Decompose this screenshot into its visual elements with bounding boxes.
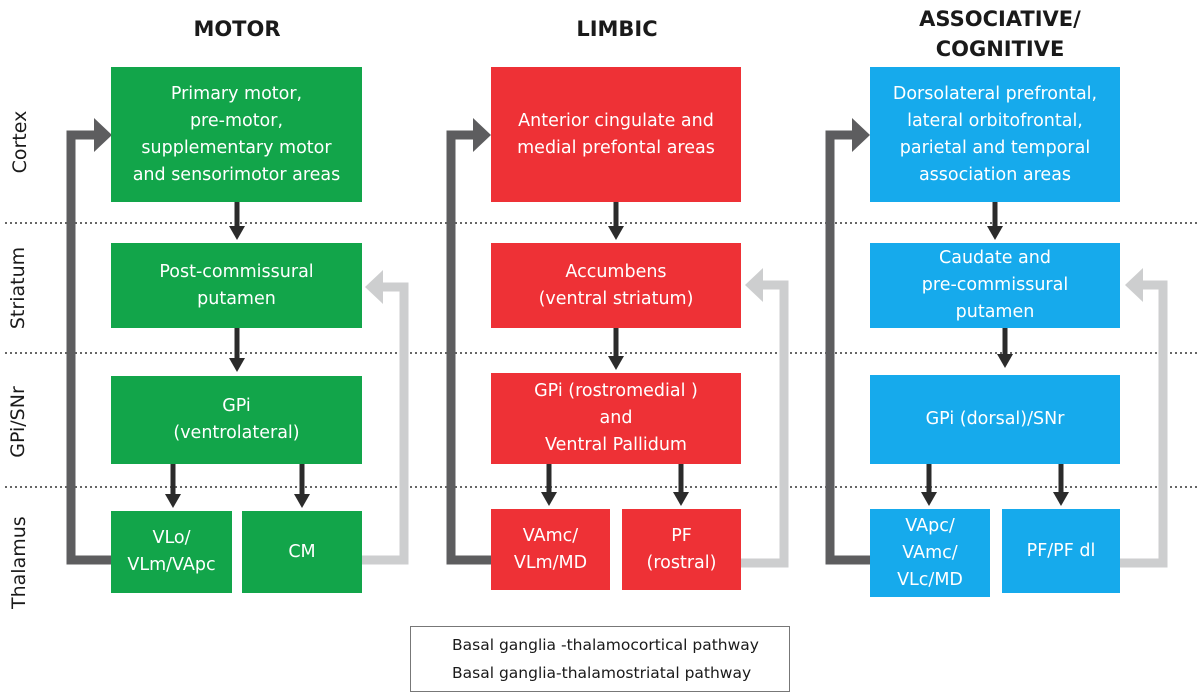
associative-flow-arrowhead-3 bbox=[921, 492, 937, 506]
associative-column-title: ASSOCIATIVE/ COGNITIVE bbox=[919, 7, 1081, 61]
limbic-cortex-box: Anterior cingulate and medial prefontal … bbox=[491, 67, 741, 202]
motor-cortex-box: Primary motor, pre-motor, supplementary … bbox=[111, 67, 362, 202]
associative-thalamus-right-box: PF/PF dl bbox=[1002, 509, 1120, 593]
row-label-thalamus: Thalamus bbox=[8, 516, 30, 609]
associative-striatum-box: Caudate and pre-commissural putamen bbox=[870, 243, 1120, 328]
associative-thalamus-left-box: VApc/ VAmc/ VLc/MD bbox=[870, 509, 990, 597]
associative-flow-arrowhead-2 bbox=[997, 354, 1013, 368]
limbic-thalamus-right-box: PF (rostral) bbox=[622, 509, 741, 590]
motor-striatum-text: Post-commissural putamen bbox=[159, 261, 314, 309]
limbic-flow-arrowhead-2 bbox=[608, 356, 624, 370]
associative-thalamocortical-arrow bbox=[825, 130, 870, 565]
limbic-thalamocortical-arrow bbox=[446, 130, 491, 565]
legend-thalamostriatal-label: Basal ganglia-thalamostriatal pathway bbox=[452, 664, 752, 682]
associative-gpi-box: GPi (dorsal)/SNr bbox=[870, 375, 1120, 464]
motor-thalamocortical-arrow bbox=[66, 130, 111, 565]
associative-thalamus-right-text: PF/PF dl bbox=[1026, 540, 1096, 561]
associative-flow-arrowhead-1 bbox=[987, 226, 1003, 240]
associative-cortex-text: Dorsolateral prefrontal, lateral orbitof… bbox=[892, 83, 1098, 185]
limbic-flow-arrowhead-4 bbox=[673, 492, 689, 506]
associative-thalamocortical-arrowhead bbox=[852, 118, 870, 152]
associative-thalamus-left-text: VApc/ VAmc/ VLc/MD bbox=[897, 515, 963, 590]
limbic-thalamus-right-text: PF (rostral) bbox=[646, 525, 717, 573]
limbic-thalamostriatal-arrowhead bbox=[745, 268, 763, 302]
motor-cortex-text: Primary motor, pre-motor, supplementary … bbox=[132, 83, 341, 185]
limbic-thalamostriatal-arrow bbox=[741, 280, 789, 568]
motor-thalamostriatal-arrowhead bbox=[365, 270, 383, 304]
motor-flow-arrowhead-2 bbox=[229, 358, 245, 372]
motor-thalamus-left-text: VLo/ VLm/VApc bbox=[127, 528, 216, 575]
motor-flow-arrowhead-4 bbox=[294, 494, 310, 508]
motor-thalamostriatal-arrow bbox=[362, 282, 409, 565]
limbic-gpi-text: GPi (rostromedial ) and Ventral Pallidum bbox=[534, 381, 698, 455]
legend-thalamocortical-label: Basal ganglia -thalamocortical pathway bbox=[452, 636, 759, 654]
associative-cortex-box: Dorsolateral prefrontal, lateral orbitof… bbox=[870, 67, 1120, 202]
limbic-cortex-text: Anterior cingulate and medial prefontal … bbox=[517, 110, 715, 158]
limbic-thalamus-left-text: VAmc/ VLm/MD bbox=[513, 525, 588, 573]
associative-thalamostriatal-arrowhead bbox=[1125, 268, 1143, 302]
limbic-flow-arrowhead-3 bbox=[541, 492, 557, 506]
associative-gpi-text: GPi (dorsal)/SNr bbox=[925, 409, 1065, 429]
limbic-thalamocortical-arrowhead bbox=[473, 118, 491, 152]
limbic-flow-arrowhead-1 bbox=[608, 226, 624, 240]
motor-thalamus-right-box: CM bbox=[242, 511, 362, 593]
motor-thalamocortical-arrowhead bbox=[94, 118, 112, 152]
motor-column-title: MOTOR bbox=[193, 17, 281, 41]
associative-thalamostriatal-arrow bbox=[1120, 280, 1168, 568]
limbic-thalamus-left-box: VAmc/ VLm/MD bbox=[491, 509, 610, 590]
motor-thalamus-right-text: CM bbox=[288, 541, 316, 562]
associative-striatum-text: Caudate and pre-commissural putamen bbox=[921, 248, 1069, 322]
legend bbox=[410, 626, 790, 692]
motor-gpi-box: GPi (ventrolateral) bbox=[111, 376, 362, 464]
associative-flow-arrowhead-4 bbox=[1053, 492, 1069, 506]
limbic-gpi-box: GPi (rostromedial ) and Ventral Pallidum bbox=[491, 373, 741, 464]
row-label-gpi-snr: GPi/SNr bbox=[7, 386, 29, 458]
row-label-striatum: Striatum bbox=[7, 246, 29, 330]
row-label-cortex: Cortex bbox=[9, 110, 31, 174]
motor-flow-arrowhead-1 bbox=[229, 226, 245, 240]
limbic-striatum-box: Accumbens (ventral striatum) bbox=[491, 243, 741, 328]
motor-gpi-text: GPi (ventrolateral) bbox=[173, 396, 300, 443]
motor-striatum-box: Post-commissural putamen bbox=[111, 243, 362, 328]
motor-flow-arrowhead-3 bbox=[165, 494, 181, 508]
limbic-striatum-text: Accumbens (ventral striatum) bbox=[538, 261, 694, 309]
motor-thalamus-left-box: VLo/ VLm/VApc bbox=[111, 511, 232, 593]
limbic-column-title: LIMBIC bbox=[576, 17, 658, 41]
